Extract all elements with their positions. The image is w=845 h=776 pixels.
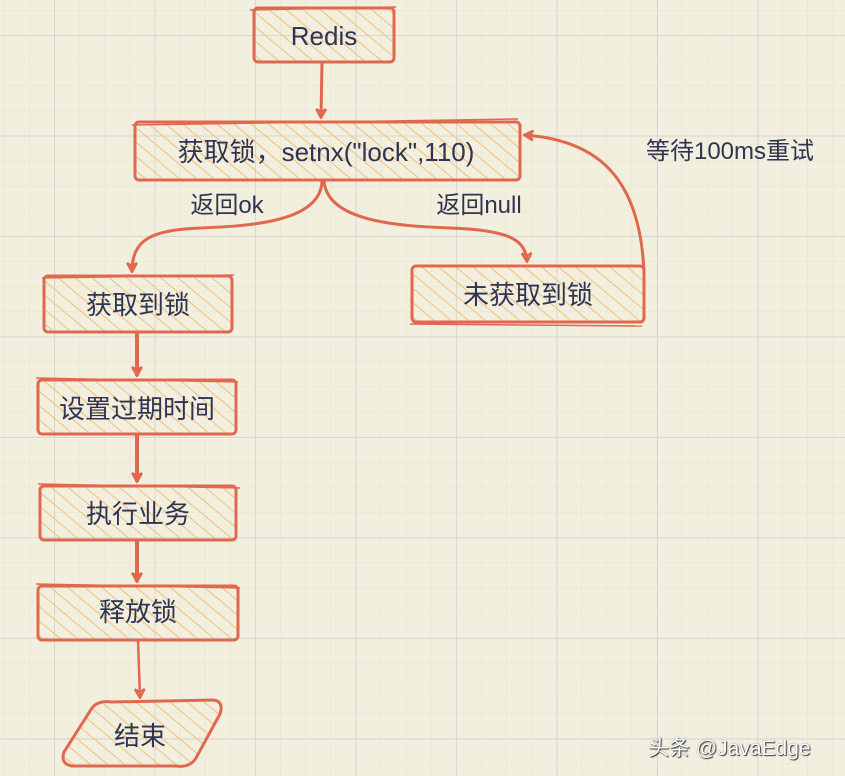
edge-return-ok-label: 返回ok [190,192,264,219]
node-acquire-shape [131,118,522,182]
node-not-got-lock-shape [409,264,646,327]
node-execute-label: 执行业务 [85,499,191,529]
node-redis-label: Redis [290,21,358,51]
node-release-label: 释放锁 [98,597,178,627]
edge-return-null [322,179,533,264]
edge-return-null-label: 返回null [436,192,522,219]
node-not-got-lock-label: 未获取到锁 [462,280,594,310]
node-acquire-label: 获取锁，setnx("lock",110) [177,137,475,167]
edge-retry-label: 等待100ms重试 [645,138,815,165]
node-end-label: 结束 [113,721,167,751]
node-set-expire-label: 设置过期时间 [58,394,216,424]
watermark: 头条 @JavaEdge [648,737,811,760]
edge-release-to-end [133,639,146,700]
edge-retry [522,129,646,273]
edge-return-ok [126,179,324,274]
node-got-lock-label: 获取到锁 [85,290,191,320]
node-redis-shape [249,6,397,64]
edge-redis-to-acquire [315,61,328,120]
node-end-shape [61,698,223,768]
